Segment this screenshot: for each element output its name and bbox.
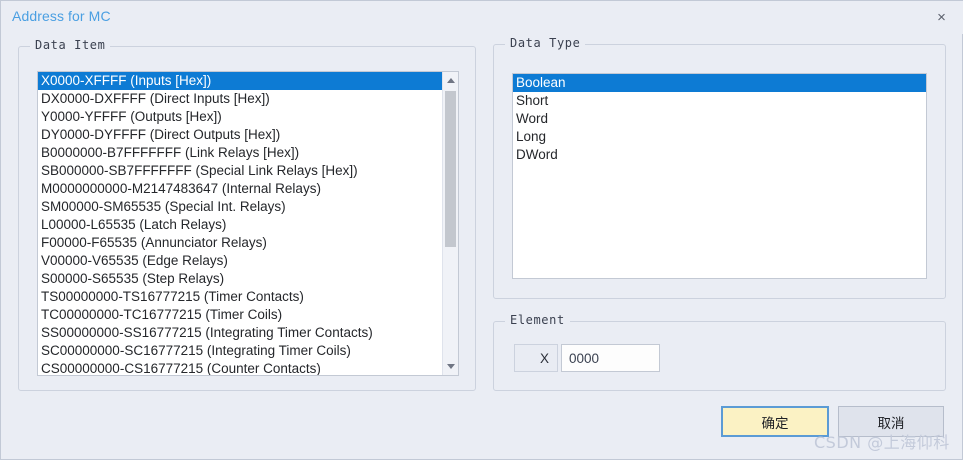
list-item[interactable]: S00000-S65535 (Step Relays) <box>41 271 225 286</box>
data-item-list: X0000-XFFFF (Inputs [Hex])DX0000-DXFFFF … <box>38 72 442 375</box>
list-item[interactable]: Long <box>516 129 547 144</box>
data-item-group-label: Data Item <box>30 38 111 52</box>
title-bar: Address for MC × <box>1 1 963 34</box>
data-item-list-scroll: X0000-XFFFF (Inputs [Hex])DX0000-DXFFFF … <box>38 72 458 375</box>
list-item[interactable]: X0000-XFFFF (Inputs [Hex]) <box>38 72 442 90</box>
list-item[interactable]: F00000-F65535 (Annunciator Relays) <box>41 235 267 250</box>
list-item[interactable]: CS00000000-CS16777215 (Counter Contacts) <box>41 361 321 375</box>
scrollbar-thumb[interactable] <box>445 91 456 247</box>
element-prefix-label: X <box>514 344 558 372</box>
data-item-group: Data Item X0000-XFFFF (Inputs [Hex])DX00… <box>18 38 476 391</box>
list-item[interactable]: Short <box>516 93 549 108</box>
list-item[interactable]: DWord <box>516 147 558 162</box>
list-item[interactable]: SS00000000-SS16777215 (Integrating Timer… <box>41 325 373 340</box>
data-item-scrollbar[interactable] <box>442 72 458 375</box>
scroll-up-arrow-icon[interactable] <box>443 72 458 89</box>
list-item[interactable]: Y0000-YFFFF (Outputs [Hex]) <box>41 109 222 124</box>
list-item[interactable]: Word <box>516 111 549 126</box>
list-item[interactable]: SM00000-SM65535 (Special Int. Relays) <box>41 199 286 214</box>
element-group: Element X 0000 <box>493 313 946 391</box>
list-item[interactable]: TS00000000-TS16777215 (Timer Contacts) <box>41 289 304 304</box>
list-item[interactable]: M0000000000-M2147483647 (Internal Relays… <box>41 181 321 196</box>
list-item[interactable]: V00000-V65535 (Edge Relays) <box>41 253 228 268</box>
scroll-down-arrow-icon[interactable] <box>443 358 458 375</box>
element-address-input[interactable]: 0000 <box>561 344 660 372</box>
list-item[interactable]: SC00000000-SC16777215 (Integrating Timer… <box>41 343 351 358</box>
list-item[interactable]: TC00000000-TC16777215 (Timer Coils) <box>41 307 283 322</box>
list-item[interactable]: DX0000-DXFFFF (Direct Inputs [Hex]) <box>41 91 270 106</box>
list-item[interactable]: L00000-L65535 (Latch Relays) <box>41 217 227 232</box>
ok-button[interactable]: 确定 <box>721 406 829 437</box>
element-group-label: Element <box>505 313 570 327</box>
element-row: X 0000 <box>514 344 660 372</box>
list-item[interactable]: DY0000-DYFFFF (Direct Outputs [Hex]) <box>41 127 281 142</box>
list-item[interactable]: SB000000-SB7FFFFFFF (Special Link Relays… <box>41 163 358 178</box>
list-item[interactable]: Boolean <box>513 74 926 92</box>
window-title: Address for MC <box>12 8 111 24</box>
data-type-group-label: Data Type <box>505 36 586 50</box>
data-item-listbox[interactable]: X0000-XFFFF (Inputs [Hex])DX0000-DXFFFF … <box>37 71 459 376</box>
cancel-button[interactable]: 取消 <box>838 406 944 437</box>
list-item[interactable]: B0000000-B7FFFFFFF (Link Relays [Hex]) <box>41 145 300 160</box>
close-icon[interactable]: × <box>937 9 946 26</box>
